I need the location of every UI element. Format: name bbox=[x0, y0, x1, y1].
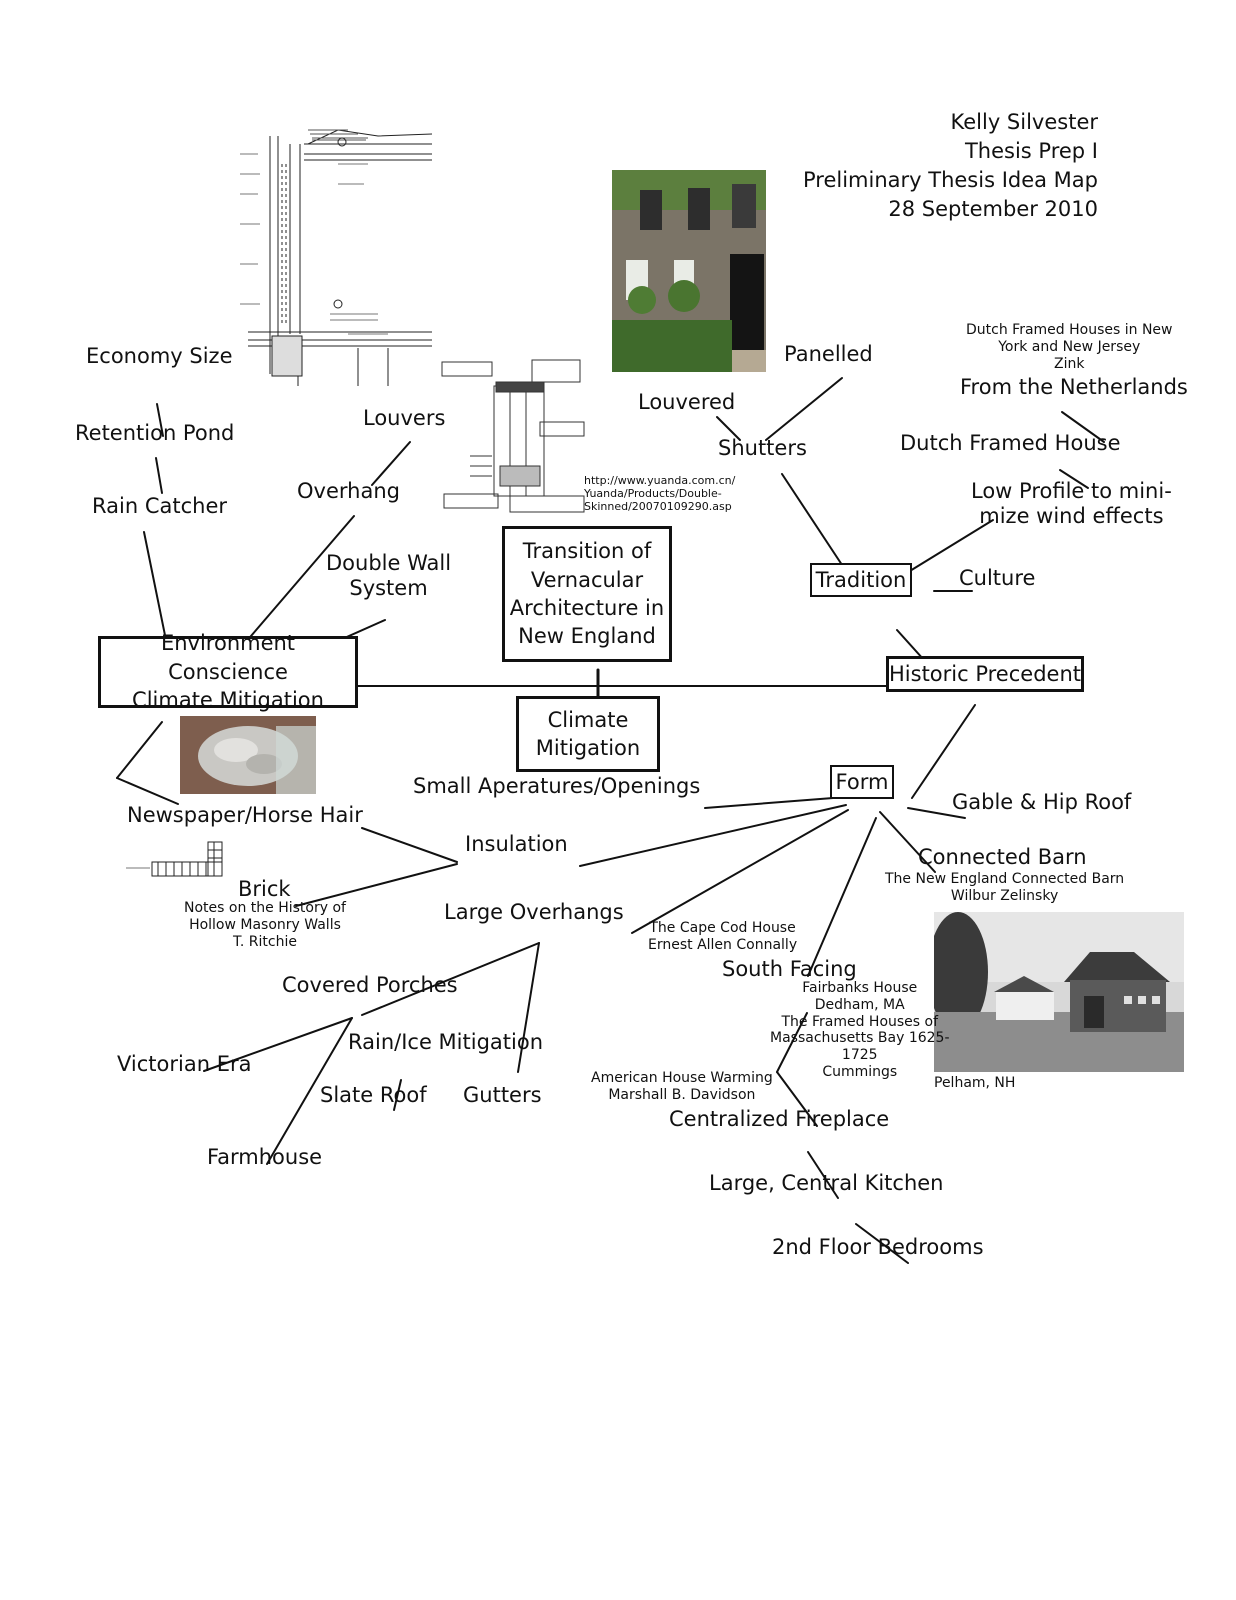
masonry-wall-drawing bbox=[124, 840, 232, 880]
node-large-central-kitchen: Large, Central Kitchen bbox=[709, 1171, 944, 1195]
environment-box: Environment Conscience Climate Mitigatio… bbox=[98, 631, 358, 712]
node-farmhouse: Farmhouse bbox=[207, 1145, 323, 1169]
node-shutters: Shutters bbox=[718, 436, 807, 460]
node-centralized-fireplace: Centralized Fireplace bbox=[669, 1107, 890, 1131]
facade-source-url: http://www.yuanda.com.cn/ Yuanda/Product… bbox=[584, 474, 736, 514]
shuttered-house-photo bbox=[612, 170, 766, 372]
node-rain-ice-mitigation: Rain/Ice Mitigation bbox=[348, 1030, 543, 1054]
node-from-netherlands: From the Netherlands bbox=[960, 375, 1188, 399]
wall-section-drawing bbox=[238, 124, 432, 394]
climate-mitigation-box: Climate Mitigation bbox=[516, 696, 660, 772]
node-louvers: Louvers bbox=[363, 406, 446, 430]
barn-photo-caption: Pelham, NH bbox=[934, 1075, 1016, 1091]
map-date: 28 September 2010 bbox=[888, 197, 1098, 221]
node-victorian-era: Victorian Era bbox=[117, 1052, 252, 1076]
connected-barn-photo bbox=[934, 912, 1184, 1072]
node-covered-porches: Covered Porches bbox=[282, 973, 458, 997]
node-small-openings: Small Aperatures/Openings bbox=[413, 774, 701, 798]
double-skin-facade-drawing bbox=[440, 356, 586, 516]
node-double-wall: Double Wall System bbox=[326, 551, 452, 601]
brick-reference: Notes on the History of Hollow Masonry W… bbox=[184, 900, 346, 950]
node-brick: Brick bbox=[238, 877, 291, 901]
node-south-facing: South Facing bbox=[722, 957, 857, 981]
node-connected-barn: Connected Barn bbox=[918, 845, 1087, 869]
node-panelled: Panelled bbox=[784, 342, 873, 366]
node-overhang: Overhang bbox=[297, 479, 400, 503]
dutch-house-reference: Dutch Framed Houses in New York and New … bbox=[966, 322, 1173, 372]
course-name: Thesis Prep I bbox=[964, 139, 1098, 163]
node-large-overhangs: Large Overhangs bbox=[444, 900, 624, 924]
barn-reference: The New England Connected Barn Wilbur Ze… bbox=[885, 871, 1125, 904]
node-rain-catcher: Rain Catcher bbox=[92, 494, 227, 518]
node-retention-pond: Retention Pond bbox=[75, 421, 235, 445]
node-dutch-framed-house: Dutch Framed House bbox=[900, 431, 1121, 455]
fairbanks-reference: Fairbanks House Dedham, MA The Framed Ho… bbox=[770, 980, 950, 1080]
insulation-photo bbox=[180, 716, 316, 794]
central-topic-box: Transition of Vernacular Architecture in… bbox=[502, 526, 672, 662]
node-gutters: Gutters bbox=[463, 1083, 542, 1107]
node-low-profile: Low Profile to mini- mize wind effects bbox=[971, 479, 1172, 529]
historic-precedent-box: Historic Precedent bbox=[886, 656, 1084, 692]
node-culture: Culture bbox=[959, 566, 1036, 590]
node-gable-hip-roof: Gable & Hip Roof bbox=[952, 790, 1132, 814]
node-2nd-floor-bedrooms: 2nd Floor Bedrooms bbox=[772, 1235, 984, 1259]
node-slate-roof: Slate Roof bbox=[320, 1083, 427, 1107]
node-newspaper-horse-hair: Newspaper/Horse Hair bbox=[127, 803, 363, 827]
author-name: Kelly Silvester bbox=[950, 110, 1099, 134]
american-house-reference: American House Warming Marshall B. David… bbox=[591, 1070, 773, 1103]
form-box: Form bbox=[830, 765, 894, 799]
tradition-box: Tradition bbox=[810, 563, 912, 597]
node-louvered: Louvered bbox=[638, 390, 736, 414]
map-title: Preliminary Thesis Idea Map bbox=[802, 168, 1098, 192]
node-insulation: Insulation bbox=[465, 832, 568, 856]
cape-cod-reference: The Cape Cod House Ernest Allen Connally bbox=[648, 920, 798, 953]
node-economy-size: Economy Size bbox=[86, 344, 233, 368]
